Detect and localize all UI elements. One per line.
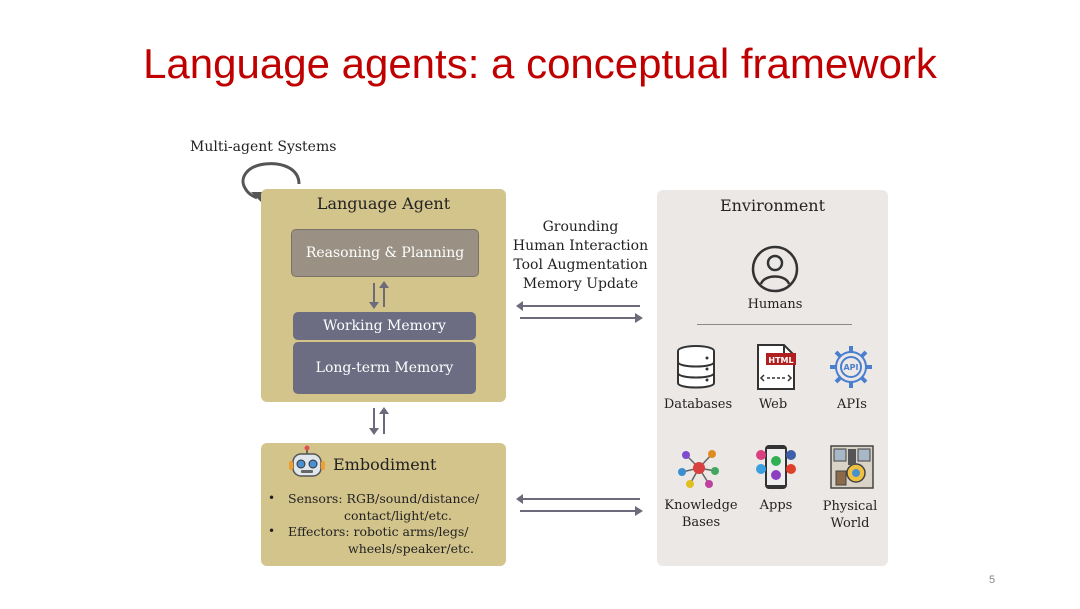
- databases-label: Databases: [663, 397, 733, 412]
- robot-icon: [289, 445, 325, 477]
- api-badge-text: API: [843, 363, 858, 372]
- sensors-line-1: Sensors: RGB/sound/distance/: [288, 491, 480, 506]
- user-circle-icon: [751, 245, 799, 293]
- apis-label: APIs: [837, 397, 867, 412]
- api-gear-icon: API: [830, 346, 872, 388]
- language-agent-title: Language Agent: [316, 194, 451, 213]
- knowledge-bases-label-line-1: Knowledge: [664, 498, 738, 513]
- physical-world-icon: [830, 445, 874, 489]
- effectors-line-2: wheels/speaker/etc.: [348, 541, 474, 556]
- html-document-icon: HTML: [757, 344, 796, 390]
- embodiment-environment-arrows-icon: [516, 494, 643, 516]
- reasoning-planning-box: Reasoning & Planning: [291, 229, 479, 277]
- sensors-bullet: •: [268, 491, 276, 505]
- embodiment-title: Embodiment: [333, 455, 437, 474]
- physical-world-label-line-1: Physical: [822, 499, 878, 514]
- reasoning-memory-arrows-icon: [369, 281, 389, 309]
- multi-agent-loop-arrow-icon: [241, 162, 301, 202]
- physical-world-label-line-2: World: [830, 516, 870, 531]
- humans-label: Humans: [747, 297, 803, 312]
- interaction-tool: Tool Augmentation: [513, 257, 648, 273]
- agent-embodiment-arrows-icon: [369, 407, 389, 435]
- effectors-bullet: •: [268, 524, 276, 538]
- knowledge-bases-label-line-2: Bases: [681, 515, 721, 530]
- interaction-grounding: Grounding: [542, 219, 619, 235]
- slide-title: Language agents: a conceptual framework: [143, 40, 937, 87]
- web-label: Web: [758, 397, 788, 412]
- smartphone-apps-icon: [756, 445, 796, 489]
- apps-label: Apps: [759, 498, 793, 513]
- database-icon: [677, 345, 715, 389]
- interaction-human: Human Interaction: [512, 238, 649, 254]
- effectors-line-1: Effectors: robotic arms/legs/: [288, 524, 469, 539]
- agent-environment-arrows-icon: [516, 301, 643, 323]
- long-term-memory-box: Long-term Memory: [293, 342, 476, 394]
- html-badge-text: HTML: [768, 356, 793, 365]
- page-number: 5: [989, 574, 996, 586]
- environment-divider: [697, 324, 852, 325]
- working-memory-box: Working Memory: [293, 312, 476, 340]
- multi-agent-label: Multi-agent Systems: [190, 139, 337, 155]
- knowledge-graph-icon: [678, 450, 719, 488]
- interaction-memory-update: Memory Update: [522, 276, 639, 292]
- environment-title: Environment: [719, 196, 826, 215]
- sensors-line-2: contact/light/etc.: [344, 508, 452, 523]
